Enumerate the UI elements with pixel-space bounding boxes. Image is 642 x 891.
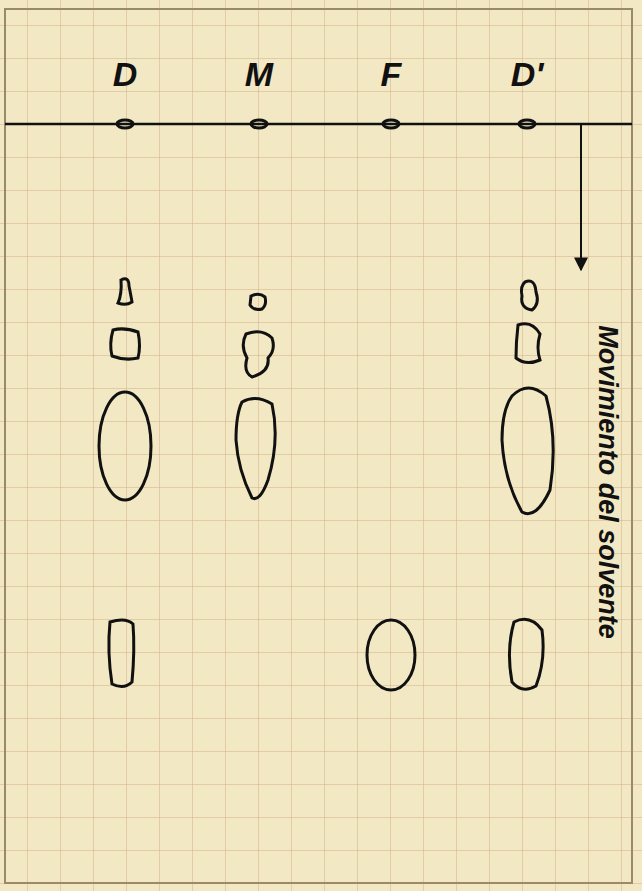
origin-spot [519, 120, 535, 128]
spot [99, 392, 151, 500]
spot [521, 281, 537, 310]
spot [109, 620, 134, 687]
spot [236, 398, 275, 498]
spot [502, 388, 553, 514]
solvent-arrow [580, 124, 582, 270]
spot [509, 619, 543, 689]
lane-letter: D [113, 57, 138, 91]
spot [516, 324, 540, 363]
lane-letter: F [381, 57, 402, 91]
origin-line [5, 123, 632, 126]
spots [99, 120, 553, 690]
origin-spot [383, 120, 399, 128]
spot [118, 279, 132, 304]
lane-letter: M [245, 57, 273, 91]
spot [367, 620, 415, 690]
frame [5, 9, 632, 883]
origin-spot [251, 120, 267, 128]
spot [250, 294, 266, 309]
spot [111, 329, 140, 359]
lane-letter: D' [511, 57, 544, 91]
origin-spot [117, 120, 133, 128]
solvent-direction: Movimiento del solvente [594, 325, 621, 639]
spot [243, 332, 273, 377]
